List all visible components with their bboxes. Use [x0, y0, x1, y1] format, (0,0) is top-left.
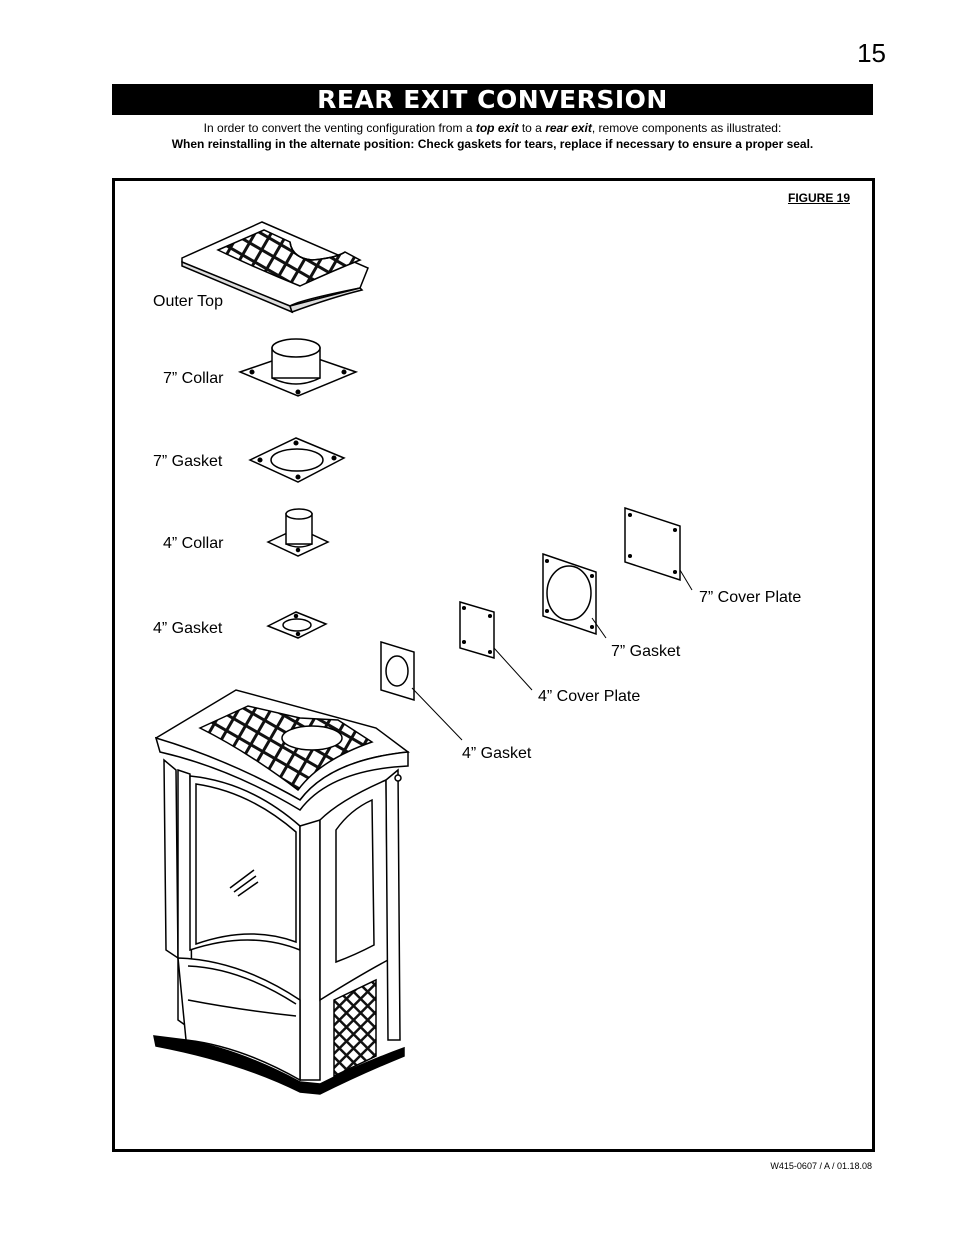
leader-lines [411, 569, 693, 741]
top-exit-term: top exit [475, 121, 519, 135]
label-4-gasket-rear: 4” Gasket [462, 745, 532, 762]
label-7-gasket-top: 7” Gasket [153, 453, 223, 470]
figure-frame: FIGURE 19 [112, 178, 875, 1152]
gasket-4-rear-part [380, 640, 415, 702]
label-4-collar: 4” Collar [163, 535, 224, 552]
outer-top-part [181, 221, 369, 314]
stove-body [153, 689, 410, 1095]
intro-part2: to a [518, 121, 546, 135]
cover-plate-7-part [624, 506, 681, 582]
label-4-gasket-top: 4” Gasket [153, 620, 223, 637]
intro-line: In order to convert the venting configur… [112, 120, 873, 136]
rear-exit-term: rear exit [545, 121, 592, 135]
gasket-4-top-part [266, 611, 328, 639]
intro-text: In order to convert the venting configur… [112, 120, 873, 152]
label-outer-top: Outer Top [153, 293, 223, 310]
label-7-gasket-rear: 7” Gasket [611, 643, 681, 660]
page-number: 15 [857, 38, 886, 68]
label-7-collar: 7” Collar [163, 370, 224, 387]
figure-label: FIGURE 19 [787, 191, 850, 205]
label-7-cover-plate: 7” Cover Plate [699, 589, 802, 606]
page-title: REAR EXIT CONVERSION [112, 84, 873, 115]
reinstall-warning: When reinstalling in the alternate posit… [171, 137, 814, 151]
gasket-7-rear-part [542, 552, 597, 636]
label-4-cover-plate: 4” Cover Plate [538, 688, 641, 705]
intro-part1: In order to convert the venting configur… [203, 121, 476, 135]
collar-4-part [266, 508, 330, 557]
document-code: W415-0607 / A / 01.18.08 [770, 1161, 872, 1171]
gasket-7-top-part [248, 437, 346, 483]
intro-part3: , remove components as illustrated: [591, 121, 782, 135]
cover-plate-4-part [459, 600, 495, 660]
collar-7-part [237, 338, 359, 397]
